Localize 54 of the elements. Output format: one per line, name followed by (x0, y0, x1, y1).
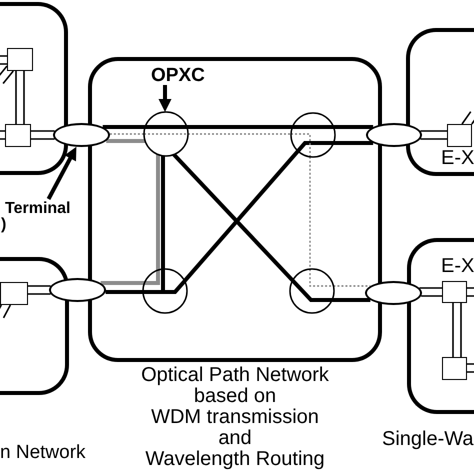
fiber-link (452, 302, 462, 358)
path-line (161, 156, 165, 270)
node-square (7, 48, 33, 71)
fiber-link (0, 55, 8, 65)
node-square (447, 124, 472, 147)
node-square (442, 281, 467, 303)
fiber-link (420, 130, 448, 140)
dotted-line (188, 133, 292, 135)
terminal-ellipse (366, 123, 422, 147)
path-line (332, 298, 370, 302)
fiber-link (418, 287, 443, 297)
path-line (334, 125, 374, 129)
fiber-link (0, 65, 14, 84)
leader-arrow (158, 85, 172, 112)
callout-label: Terminal (5, 201, 70, 217)
node-square (0, 282, 28, 305)
fiber-link (466, 363, 474, 373)
callout-label: ) (1, 217, 6, 233)
node-label: E-X (441, 256, 474, 276)
path-line (334, 141, 374, 145)
dotted-line (110, 133, 144, 135)
fiber-link (0, 130, 6, 140)
path-line (106, 139, 146, 143)
network-label: Optical Path Network based on WDM transmission and Wavelength Routing (140, 365, 330, 470)
terminal-ellipse (53, 123, 110, 147)
path-line (156, 154, 160, 270)
cross-connect-circle (141, 109, 191, 159)
fiber-link (30, 130, 56, 140)
network-area (407, 238, 474, 414)
node-square (442, 357, 467, 380)
fiber-link (466, 287, 474, 297)
leader-arrow (46, 146, 76, 200)
path-line (100, 281, 144, 285)
cross-connect-circle (140, 266, 190, 316)
callout-label: OPXC (151, 66, 205, 85)
fiber-link (15, 70, 25, 125)
network-label: Single-Wa (382, 429, 474, 449)
fiber-link (461, 110, 474, 125)
network-area (406, 28, 474, 176)
network-area (88, 57, 382, 362)
cross-connect-circle (288, 110, 338, 160)
terminal-ellipse (365, 281, 422, 305)
fiber-link (27, 285, 52, 295)
terminal-ellipse (49, 278, 106, 302)
node-square (5, 124, 31, 147)
cross-connect-circle (287, 266, 337, 316)
path-line (106, 290, 144, 294)
node-label: E-X (441, 148, 474, 168)
dotted-line (309, 156, 311, 270)
path-line (186, 125, 292, 129)
path-line (102, 125, 146, 129)
network-label: n Network (0, 443, 86, 462)
fiber-link (0, 304, 12, 319)
dotted-line (333, 285, 370, 287)
